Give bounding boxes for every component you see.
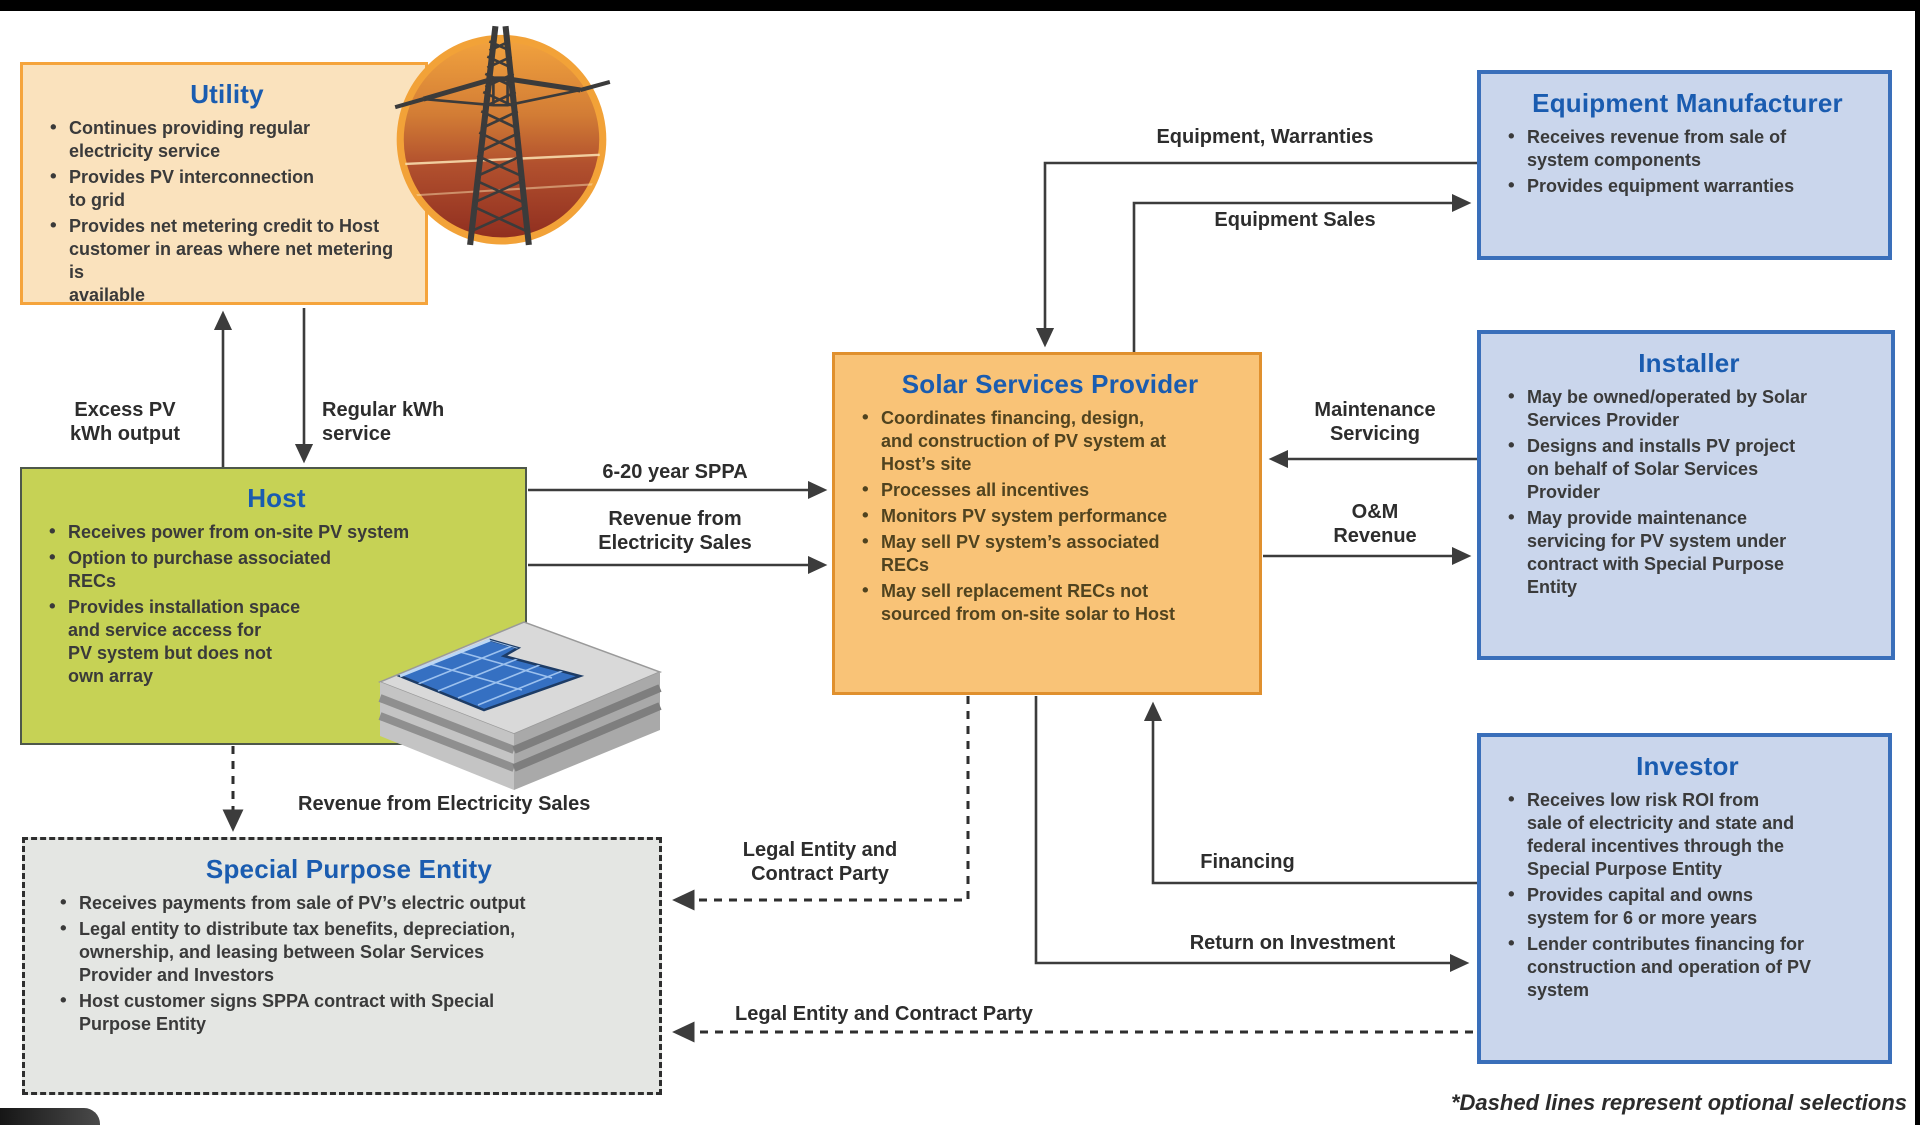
host-bullet: Provides installation space and service … bbox=[44, 595, 509, 688]
investor-bullets: Receives low risk ROI from sale of elect… bbox=[1503, 788, 1872, 1002]
ssp-bullet: Processes all incentives bbox=[857, 478, 1243, 502]
investor-title: Investor bbox=[1636, 751, 1739, 781]
flow-label-sppa: 6-20 year SPPA bbox=[602, 461, 748, 483]
equipment-manufacturer-bullet: Provides equipment warranties bbox=[1503, 174, 1872, 198]
equipment-manufacturer-title: Equipment Manufacturer bbox=[1532, 88, 1843, 118]
installer-bullet: Designs and installs PV project on behal… bbox=[1503, 434, 1875, 504]
installer-title: Installer bbox=[1638, 348, 1740, 378]
ssp-bullet: May sell replacement RECs not sourced fr… bbox=[857, 579, 1243, 626]
top-black-bar bbox=[0, 0, 1920, 11]
right-black-bar bbox=[1915, 0, 1920, 1125]
ssp-bullet: Monitors PV system performance bbox=[857, 504, 1243, 528]
flow-label-regular-kwh: Regular kWh service bbox=[322, 399, 445, 445]
installer-box: Installer May be owned/operated by Solar… bbox=[1477, 330, 1895, 660]
host-title: Host bbox=[247, 483, 306, 513]
solar-services-provider-box: Solar Services Provider Coordinates fina… bbox=[832, 352, 1262, 695]
dashed-lines-footnote: *Dashed lines represent optional selecti… bbox=[1450, 1090, 1907, 1115]
spe-bullets: Receives payments from sale of PV’s elec… bbox=[55, 891, 643, 1036]
special-purpose-entity-box: Special Purpose Entity Receives payments… bbox=[22, 837, 662, 1095]
host-bullet: Option to purchase associated RECs bbox=[44, 546, 509, 593]
ssp-bullets: Coordinates financing, design, and const… bbox=[857, 406, 1243, 626]
equipment-manufacturer-box: Equipment Manufacturer Receives revenue … bbox=[1477, 70, 1892, 260]
arrow-roi-ssp-to-investor bbox=[1034, 696, 1470, 973]
investor-bullet: Lender contributes financing for constru… bbox=[1503, 932, 1872, 1002]
installer-bullets: May be owned/operated by Solar Services … bbox=[1503, 385, 1875, 599]
flow-label-legal-entity-lower: Legal Entity and Contract Party bbox=[735, 1003, 1033, 1025]
spe-bullet: Legal entity to distribute tax benefits,… bbox=[55, 917, 643, 987]
utility-box: Utility Continues providing regular elec… bbox=[20, 62, 428, 305]
equipment-manufacturer-bullets: Receives revenue from sale of system com… bbox=[1503, 125, 1872, 198]
flow-label-equipment-warranties: Equipment, Warranties bbox=[1156, 126, 1374, 148]
spe-bullet: Host customer signs SPPA contract with S… bbox=[55, 989, 643, 1036]
host-bullet: Receives power from on-site PV system bbox=[44, 520, 509, 544]
ssp-title: Solar Services Provider bbox=[901, 369, 1199, 399]
arrow-equipment-warranties-em-to-ssp bbox=[1035, 161, 1477, 348]
utility-bullet: Provides net metering credit to Host cus… bbox=[45, 214, 409, 307]
utility-bullets: Continues providing regular electricity … bbox=[45, 116, 409, 307]
investor-bullet: Provides capital and owns system for 6 o… bbox=[1503, 883, 1872, 930]
flow-label-revenue-electricity-sales-spe: Revenue from Electricity Sales bbox=[298, 793, 591, 815]
utility-title: Utility bbox=[190, 79, 264, 109]
utility-bullet: Continues providing regular electricity … bbox=[45, 116, 409, 163]
flow-label-equipment-sales: Equipment Sales bbox=[1214, 209, 1376, 231]
solar-building-icon bbox=[377, 621, 663, 790]
ssp-bullet: May sell PV system’s associated RECs bbox=[857, 530, 1243, 577]
flow-label-om-revenue: O&M Revenue bbox=[1333, 501, 1417, 547]
transmission-tower-icon bbox=[394, 25, 611, 246]
equipment-manufacturer-bullet: Receives revenue from sale of system com… bbox=[1503, 125, 1872, 172]
flow-label-legal-entity-upper: Legal Entity and Contract Party bbox=[742, 839, 898, 885]
installer-bullet: May be owned/operated by Solar Services … bbox=[1503, 385, 1875, 432]
flow-label-excess-pv: Excess PV kWh output bbox=[70, 399, 180, 445]
utility-bullet: Provides PV interconnection to grid bbox=[45, 165, 409, 212]
ssp-bullet: Coordinates financing, design, and const… bbox=[857, 406, 1243, 476]
spe-title: Special Purpose Entity bbox=[205, 854, 493, 884]
investor-bullet: Receives low risk ROI from sale of elect… bbox=[1503, 788, 1872, 881]
flow-label-maintenance-servicing: Maintenance Servicing bbox=[1314, 399, 1436, 445]
investor-box: Investor Receives low risk ROI from sale… bbox=[1477, 733, 1892, 1064]
flow-label-return-on-investment: Return on Investment bbox=[1189, 932, 1396, 954]
spe-bullet: Receives payments from sale of PV’s elec… bbox=[55, 891, 643, 915]
flow-label-financing: Financing bbox=[1200, 851, 1295, 873]
host-bullets: Receives power from on-site PV system Op… bbox=[44, 520, 509, 688]
bottom-left-tab bbox=[0, 1108, 100, 1125]
installer-bullet: May provide maintenance servicing for PV… bbox=[1503, 506, 1875, 599]
flow-label-revenue-electricity-sales: Revenue from Electricity Sales bbox=[598, 508, 752, 554]
